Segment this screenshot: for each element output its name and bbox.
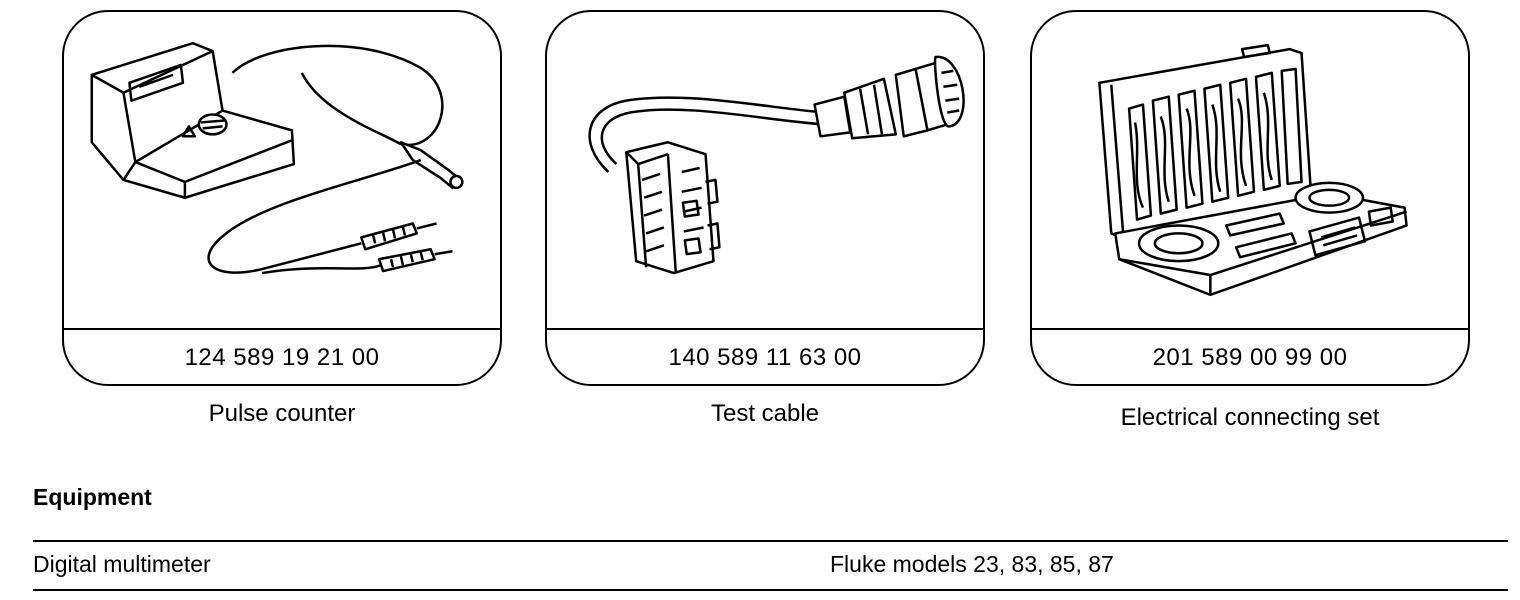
card-divider <box>1032 328 1468 330</box>
card-divider <box>547 328 983 330</box>
pulse-counter-illustration-icon <box>64 12 500 328</box>
equipment-heading: Equipment <box>33 484 152 510</box>
table-bottom-rule <box>33 589 1508 591</box>
tool-caption: Electrical connecting set <box>1120 404 1380 431</box>
test-cable-illustration-icon <box>547 12 983 328</box>
part-number: 201 589 00 99 00 <box>1152 344 1348 371</box>
tool-card-test-cable: 140 589 11 63 00 <box>545 10 985 386</box>
part-number: 124 589 19 21 00 <box>184 344 380 371</box>
connecting-set-illustration-icon <box>1032 12 1468 328</box>
tool-caption: Pulse counter <box>208 400 356 427</box>
tool-card-pulse-counter: 124 589 19 21 00 <box>62 10 502 386</box>
table-top-rule <box>33 540 1508 542</box>
equipment-item: Digital multimeter <box>33 551 211 577</box>
tool-caption: Test cable <box>710 400 820 427</box>
equipment-spec: Fluke models 23, 83, 85, 87 <box>830 551 1114 577</box>
part-number: 140 589 11 63 00 <box>668 344 862 371</box>
tool-card-electrical-connecting-set: 201 589 00 99 00 <box>1030 10 1470 386</box>
card-divider <box>64 328 500 330</box>
